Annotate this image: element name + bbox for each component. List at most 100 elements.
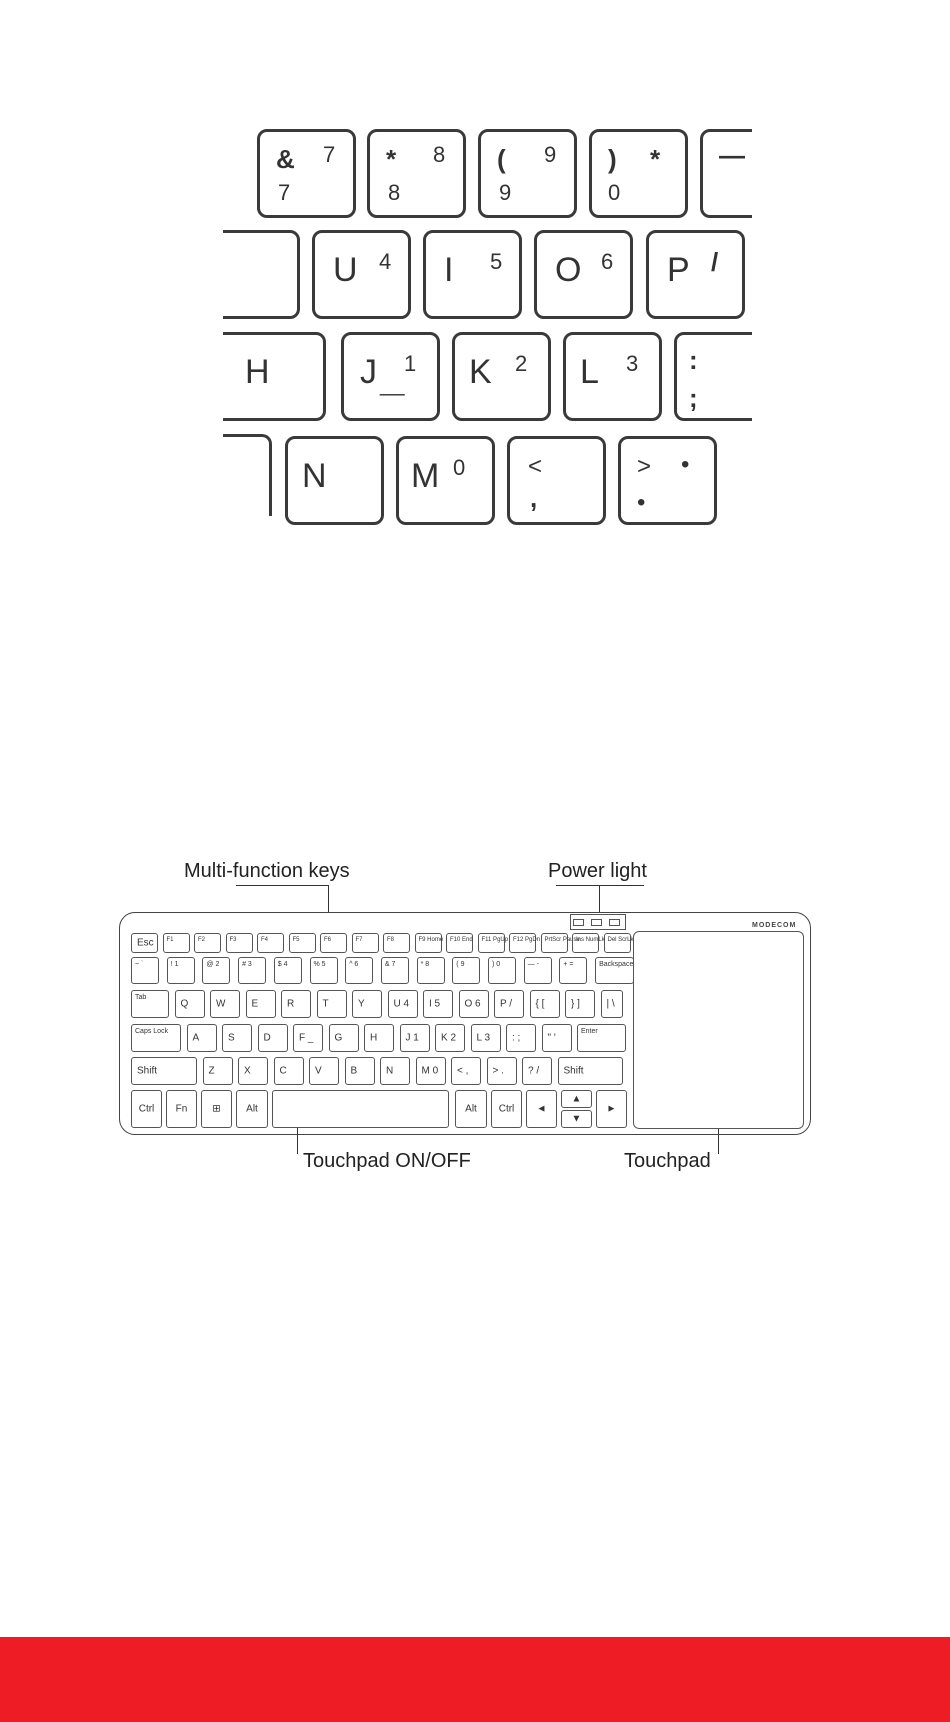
keyboard-key-label: O 6	[464, 998, 481, 1010]
keyboard-key-label: ▼	[571, 1113, 582, 1125]
keyboard-key: N	[380, 1057, 410, 1085]
key-base-glyph: 9	[499, 180, 512, 205]
keyboard-key: : ;	[506, 1024, 536, 1052]
keyboard-key: Ctrl	[491, 1090, 522, 1128]
keyboard-key-label: ~ `	[135, 961, 144, 968]
keyboard-key-label: & 7	[384, 961, 396, 968]
keyboard-key-label: F2	[198, 937, 206, 943]
callout-line-touchpad-toggle	[297, 1128, 298, 1154]
zoom-left-mask	[0, 0, 223, 560]
keyboard-key: ) 0	[488, 957, 516, 984]
zoom-key-comma: < ,	[507, 436, 606, 525]
keyboard-key: F7	[351, 933, 379, 953]
key-shift-glyph: :	[689, 345, 698, 375]
keyboard-key: Fn	[166, 1090, 197, 1128]
keyboard-key: Ctrl	[131, 1090, 162, 1128]
keyboard-key-label: N	[386, 1065, 394, 1077]
keyboard-key: I 5	[423, 990, 453, 1018]
keyboard-key-label: R	[287, 998, 295, 1010]
keyboard-key: O 6	[458, 990, 489, 1018]
callout-touchpad-toggle: Touchpad ON/OFF	[303, 1150, 471, 1172]
keyboard-key-label: L 3	[476, 1032, 491, 1044]
key-num-glyph: 7	[323, 142, 336, 167]
keyboard-key-label: F4	[261, 937, 269, 943]
keyboard-key: L 3	[470, 1024, 501, 1052]
brand-logo: MODECOM	[752, 922, 797, 929]
keyboard-key: — -	[523, 957, 552, 984]
keyboard-key: @ 2	[202, 957, 231, 984]
keyboard-key: X	[238, 1057, 268, 1085]
callout-touchpad: Touchpad	[624, 1150, 711, 1172]
keyboard-key: | \	[600, 990, 623, 1018]
keyboard-key-label: ) 0	[492, 961, 501, 968]
keyboard-key: F _	[293, 1024, 323, 1052]
key-base-glyph: 0	[608, 180, 621, 205]
keyboard-key-label: T	[322, 998, 329, 1010]
keyboard-key-label: < ,	[457, 1065, 469, 1077]
keyboard-key: % 5	[309, 957, 338, 984]
keyboard-key: F9 Home	[414, 933, 443, 953]
keyboard-key-label: Ins NumLk	[576, 937, 605, 943]
keyboard-key-label: F7	[355, 937, 363, 943]
keyboard-key: Y	[352, 990, 382, 1018]
keyboard-key: Shift	[131, 1057, 197, 1085]
keyboard-key-label: Esc	[137, 937, 154, 949]
keyboard-key: " '	[541, 1024, 572, 1052]
keyboard-key: Shift	[557, 1057, 623, 1085]
keyboard-key-label: Del ScrLk	[607, 937, 634, 943]
keyboard-key-label: S	[228, 1032, 235, 1044]
led-indicator-2	[591, 919, 602, 926]
keyboard-key: E	[245, 990, 276, 1018]
callout-line-power-v	[599, 885, 600, 913]
key-num-glyph: *	[650, 144, 661, 174]
key-shift-glyph: &	[276, 144, 295, 174]
keyboard-key: V	[309, 1057, 339, 1085]
keyboard-key: F4	[257, 933, 284, 953]
keyboard-key-label: F8	[387, 937, 395, 943]
keyboard-key: R	[281, 990, 311, 1018]
keyboard-key-label: ? /	[528, 1065, 540, 1077]
keyboard-key: F12 PgDn	[509, 933, 540, 953]
keyboard-key-label: > .	[492, 1065, 504, 1077]
keyboard-key: < ,	[451, 1057, 481, 1085]
key-main-glyph: H	[245, 353, 270, 391]
keyboard-key: M 0	[415, 1057, 446, 1085]
key-shift-glyph: *	[386, 144, 397, 174]
keyboard-key-label: { [	[535, 998, 545, 1010]
key-shift-glyph: (	[497, 144, 506, 174]
keyboard-key-label: | \	[606, 998, 615, 1010]
keyboard-key-label: F12 PgDn	[513, 937, 541, 943]
key-shift-glyph: >	[637, 453, 652, 480]
keyboard-key: + =	[559, 957, 588, 984]
key-num-glyph: 5	[490, 249, 503, 274]
zoom-right-mask	[752, 0, 950, 560]
key-main-glyph: O	[555, 251, 582, 289]
keyboard-key: Esc	[131, 933, 158, 953]
keyboard-key-label: F1	[166, 937, 174, 943]
keyboard-key-label: # 3	[242, 961, 252, 968]
keyboard-key-label: V	[315, 1065, 322, 1077]
keyboard-key: ▼	[561, 1110, 592, 1128]
keyboard-key: & 7	[380, 957, 409, 984]
keyboard-key: F1	[162, 933, 190, 953]
zoom-key-o: O 6	[534, 230, 633, 319]
keyboard-key-label: F10 End	[450, 937, 473, 943]
keyboard-key-label: ◄	[536, 1103, 547, 1115]
keyboard-key-label: F11 PgUp	[481, 937, 509, 943]
keyboard-key: $ 4	[273, 957, 302, 984]
keyboard-key-label: D	[263, 1032, 271, 1044]
zoom-key-period: > • •	[618, 436, 717, 525]
key-base-glyph: 7	[278, 180, 291, 205]
keyboard-key: ? /	[522, 1057, 552, 1085]
key-num-glyph: 0	[453, 455, 466, 480]
keyboard-key: ⊞	[201, 1090, 232, 1128]
keyboard-key-label: } ]	[571, 998, 580, 1010]
keyboard-key-label: U 4	[393, 998, 410, 1010]
keyboard-key: F10 End	[446, 933, 473, 953]
key-main-glyph: N	[302, 457, 327, 495]
keyboard-key: C	[273, 1057, 304, 1085]
zoom-key-7: & 7 7	[257, 129, 356, 218]
keyboard-key-label: PrtScr Pause	[544, 937, 580, 943]
keyboard-key-label: Fn	[175, 1103, 188, 1115]
keyboard-key: Ins NumLk	[572, 933, 605, 953]
